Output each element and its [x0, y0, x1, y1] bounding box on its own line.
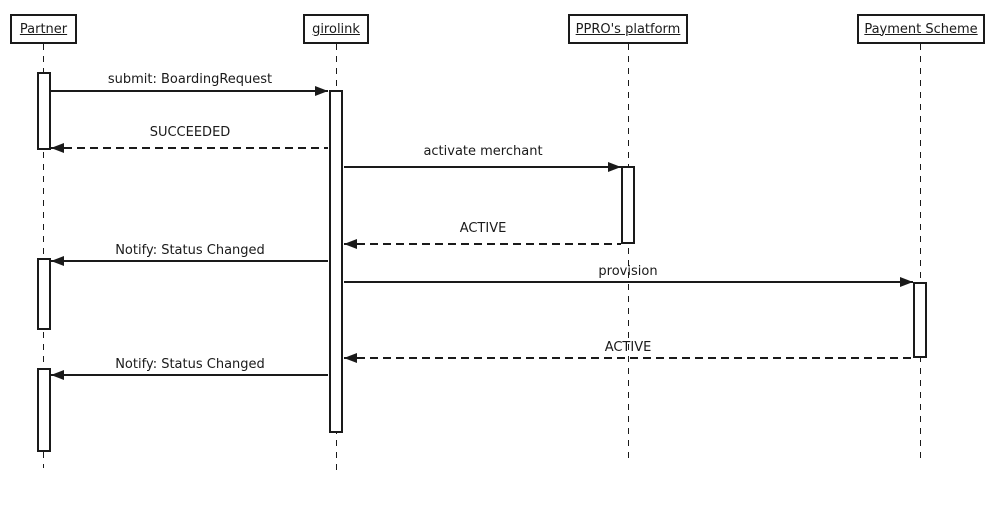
message-line-active-2 [344, 357, 913, 359]
actor-box-partner: Partner [10, 14, 77, 44]
message-line-notify-status-changed-2 [51, 374, 328, 376]
activation-partner-2 [37, 258, 51, 330]
message-label-active-2: ACTIVE [604, 340, 652, 355]
arrowhead-icon [344, 353, 357, 363]
message-line-notify-status-changed-1 [51, 260, 328, 262]
arrowhead-icon [51, 143, 64, 153]
arrowhead-icon [344, 239, 357, 249]
arrowhead-icon [315, 86, 328, 96]
actor-label-payment-scheme: Payment Scheme [864, 21, 978, 37]
message-label-provision: provision [598, 264, 658, 279]
message-line-active-1 [344, 243, 621, 245]
message-label-activate-merchant: activate merchant [423, 144, 543, 159]
message-label-notify-status-changed-2: Notify: Status Changed [115, 357, 265, 372]
activation-partner-3 [37, 368, 51, 452]
lifeline-partner [43, 44, 44, 468]
message-label-active-1: ACTIVE [459, 221, 507, 236]
message-line-succeeded [51, 147, 328, 149]
message-label-notify-status-changed-1: Notify: Status Changed [115, 243, 265, 258]
message-line-provision [344, 281, 913, 283]
message-label-submit-boardingrequest: submit: BoardingRequest [107, 72, 273, 87]
arrowhead-icon [51, 370, 64, 380]
actor-label-ppro-platform: PPRO's platform [575, 21, 681, 37]
activation-payment-scheme [913, 282, 927, 358]
arrowhead-icon [608, 162, 621, 172]
lifeline-ppro-platform [628, 44, 629, 462]
lifeline-payment-scheme [920, 44, 921, 462]
actor-box-girolink: girolink [303, 14, 369, 44]
message-line-submit-boardingrequest [51, 90, 328, 92]
message-label-succeeded: SUCCEEDED [149, 125, 231, 140]
message-line-activate-merchant [344, 166, 621, 168]
actor-box-payment-scheme: Payment Scheme [857, 14, 985, 44]
arrowhead-icon [51, 256, 64, 266]
activation-girolink [329, 90, 343, 433]
arrowhead-icon [900, 277, 913, 287]
activation-ppro-platform [621, 166, 635, 244]
actor-label-girolink: girolink [312, 21, 360, 37]
actor-label-partner: Partner [19, 21, 68, 37]
activation-partner-1 [37, 72, 51, 150]
actor-box-ppro-platform: PPRO's platform [568, 14, 688, 44]
